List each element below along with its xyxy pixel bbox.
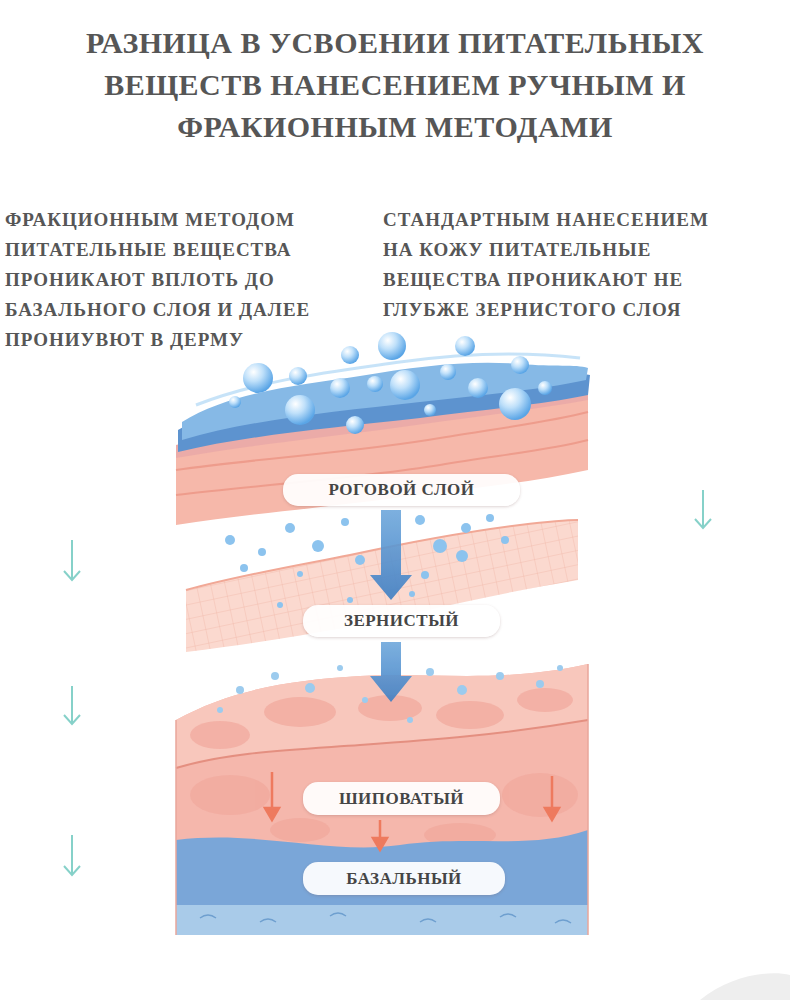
layer-label-text: ШИПОВАТЫЙ: [339, 789, 464, 809]
layer-label: ШИПОВАТЫЙ: [303, 782, 500, 815]
side-arrows: [64, 490, 711, 875]
title: РАЗНИЦА В УСВОЕНИИ ПИТАТЕЛЬНЫХ ВЕЩЕСТВ Н…: [20, 22, 770, 148]
column-note: ФРАКЦИОННЫМ МЕТОДОМ ПИТАТЕЛЬНЫЕ ВЕЩЕСТВА…: [5, 205, 377, 355]
layer-label-text: БАЗАЛЬНЫЙ: [346, 869, 462, 889]
layer-label: ЗЕРНИСТЫЙ: [303, 605, 500, 637]
layer-label-text: РОГОВОЙ СЛОЙ: [328, 480, 474, 500]
nutrient-dots: [225, 514, 509, 608]
nutrient-bubbles: [229, 332, 552, 434]
layer-label-text: ЗЕРНИСТЫЙ: [344, 611, 459, 631]
column-note: СТАНДАРТНЫМ НАНЕСЕНИЕМ НА КОЖУ ПИТАТЕЛЬН…: [383, 205, 735, 325]
layer-label: РОГОВОЙ СЛОЙ: [283, 474, 520, 506]
layer-label: БАЗАЛЬНЫЙ: [303, 862, 505, 895]
